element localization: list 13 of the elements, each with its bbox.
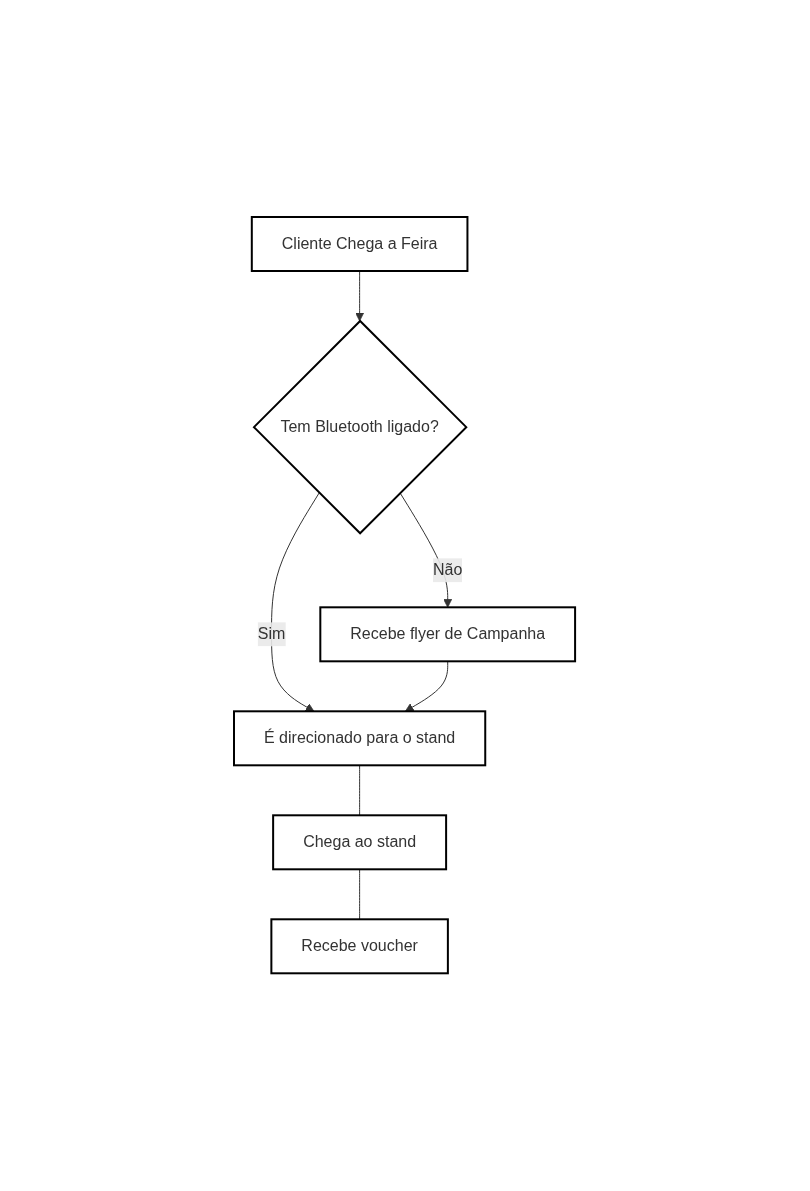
arrow [355, 270, 365, 322]
node-diamond: Tem Bluetooth ligado? [253, 319, 469, 536]
connector [359, 869, 361, 921]
node-box: Recebe voucher [270, 918, 450, 975]
node-box: Chega ao stand [272, 814, 448, 871]
node-box: É direcionado para o stand [233, 710, 487, 767]
edge-label: Sim [258, 625, 286, 643]
edge-label: Não [433, 561, 463, 579]
node-box: Cliente Chega a Feira [251, 216, 469, 273]
connector [359, 765, 361, 817]
arrow [405, 661, 449, 713]
node-box: Recebe flyer de Campanha [319, 606, 577, 663]
arrow [271, 492, 321, 713]
